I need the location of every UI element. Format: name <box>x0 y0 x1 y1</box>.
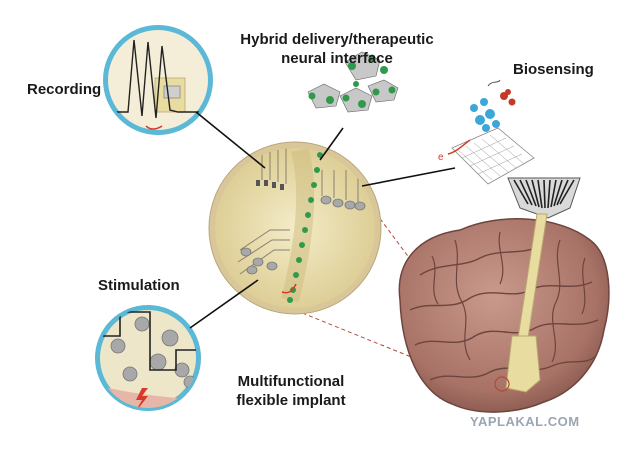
label-hybrid-interface: Hybrid delivery/therapeutic neural inter… <box>222 30 452 68</box>
arrow-icon <box>145 125 163 130</box>
callout-lines <box>189 111 456 329</box>
lightning-bolt-icon <box>134 388 148 408</box>
label-hybrid-line1: Hybrid delivery/therapeutic <box>240 31 434 48</box>
flexible-implant-probe <box>494 177 581 393</box>
label-implant: Multifunctional flexible implant <box>226 372 356 410</box>
label-implant-line1: Multifunctional <box>237 373 345 390</box>
main-magnifier-lens <box>208 141 382 315</box>
label-hybrid-line2: neural interface <box>281 50 393 67</box>
implant-tip-marker <box>494 376 510 392</box>
label-implant-line2: flexible implant <box>236 392 346 409</box>
arrow-icon <box>281 283 297 294</box>
recording-magnifier-lens <box>103 25 213 135</box>
arrow-icon <box>447 139 471 155</box>
label-recording: Recording <box>27 81 102 98</box>
stimulation-pulse-trace <box>100 311 196 371</box>
nanoparticle-cluster <box>307 51 399 113</box>
brain-illustration <box>398 218 610 413</box>
watermark: YAPLAKAL.COM <box>470 414 580 429</box>
svg-text:e: e <box>438 152 444 163</box>
stimulation-magnifier-lens <box>95 305 201 411</box>
biosensing-graphene-sheet: e <box>438 79 535 185</box>
label-biosensing: Biosensing <box>513 61 594 78</box>
label-stimulation: Stimulation <box>98 277 180 294</box>
recording-signal-trace <box>106 39 200 119</box>
